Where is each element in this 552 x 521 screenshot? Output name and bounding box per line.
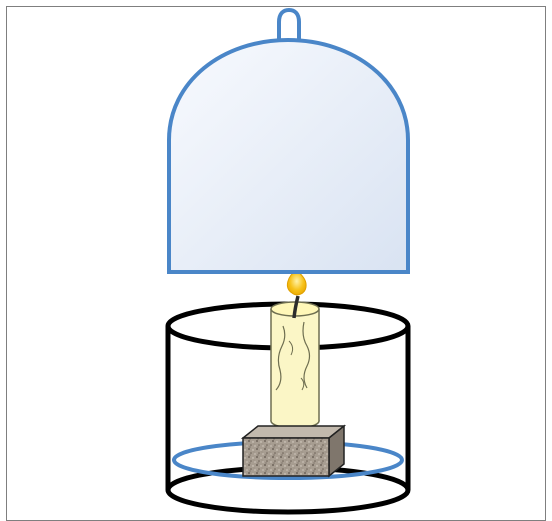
wick [292, 295, 300, 319]
candle [270, 301, 320, 429]
flame-icon [286, 269, 307, 296]
bell-jar-handle [277, 7, 301, 40]
wax-drip-left [275, 325, 286, 391]
wax-drip-right [302, 321, 311, 389]
bell-jar [167, 7, 410, 274]
stone-block [240, 424, 347, 478]
